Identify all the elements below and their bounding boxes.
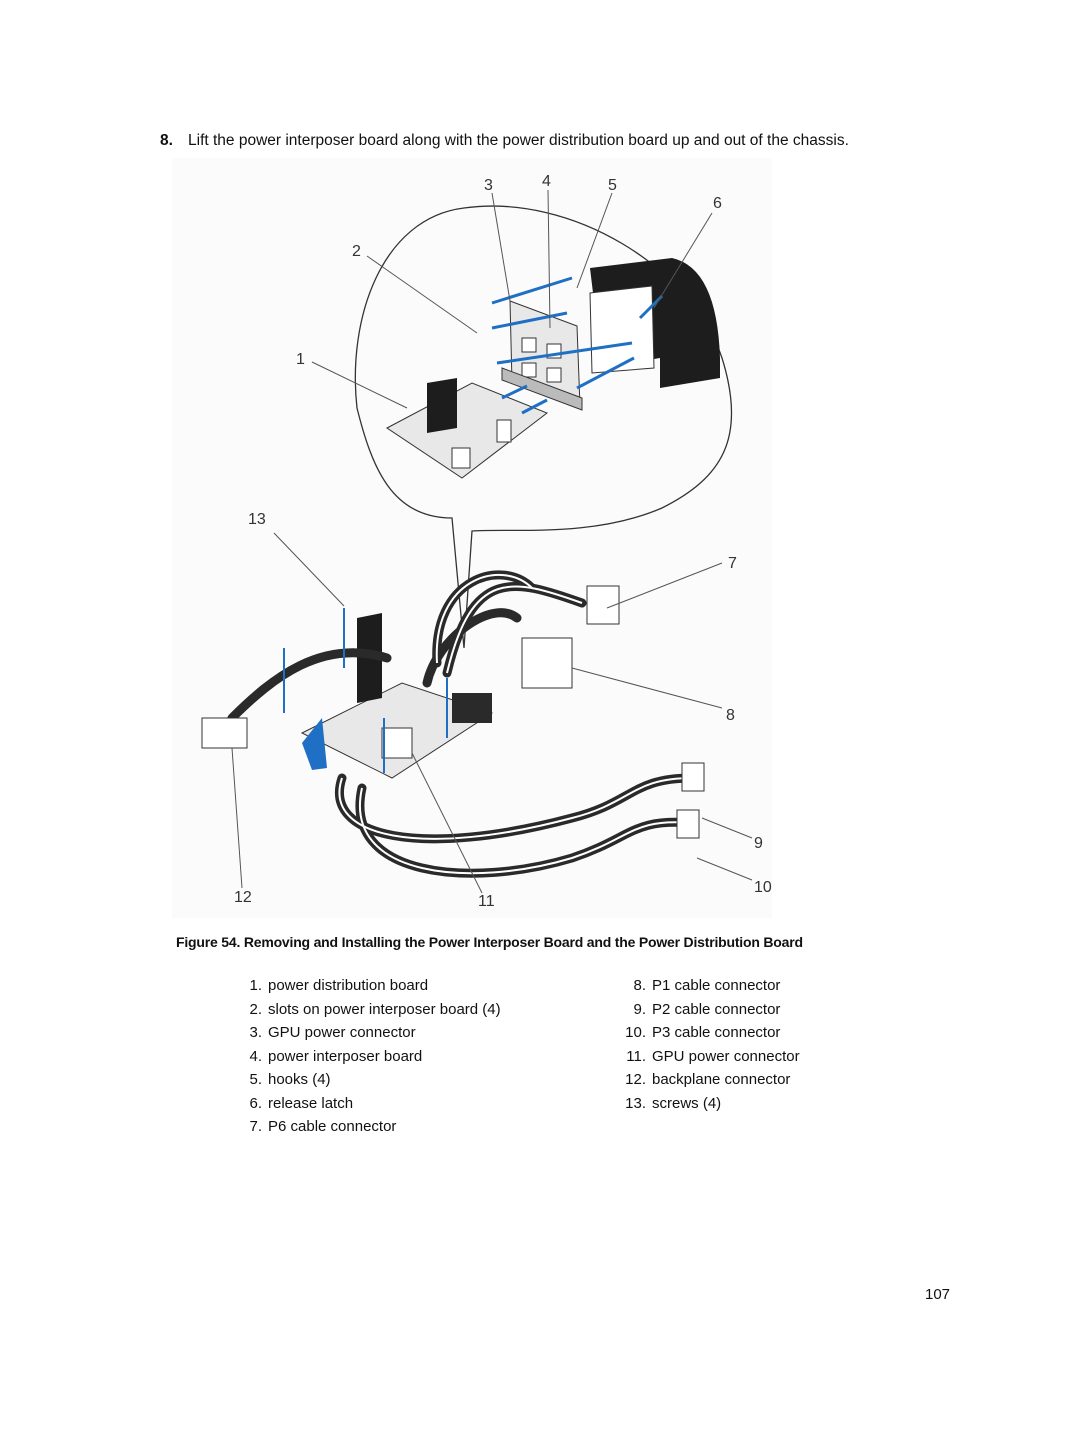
legend-item: 9.P2 cable connector (633, 1000, 781, 1018)
callout-13: 13 (248, 511, 266, 528)
callout-7: 7 (728, 555, 737, 572)
legend-item: 1.power distribution board (249, 977, 429, 994)
legend-item: 8.P1 cable connector (633, 977, 781, 994)
legend-item: 11.GPU power connector (626, 1047, 800, 1065)
callout-8: 8 (726, 707, 735, 724)
legend-item: 5.hooks (4) (249, 1071, 331, 1088)
legend-item: 13.screws (4) (625, 1094, 722, 1112)
legend-item: 3.GPU power connector (249, 1024, 416, 1041)
cable-highlights (338, 573, 693, 875)
legend-right-column: 8.P1 cable connector 9.P2 cable connecto… (616, 974, 800, 1115)
legend-item: 12.backplane connector (625, 1071, 791, 1088)
backplane-connector (201, 717, 248, 749)
power-interposer-board (501, 300, 583, 411)
legend-item: 2.slots on power interposer board (4) (249, 1000, 501, 1018)
legend-left-column: 1.power distribution board 2.slots on po… (232, 974, 501, 1139)
callout-6: 6 (713, 195, 722, 212)
callout-11: 11 (478, 893, 495, 910)
figure-illustration: 1 2 3 4 5 6 7 8 9 10 11 12 13 (172, 158, 772, 918)
movement-arrows (491, 276, 664, 415)
callout-4: 4 (542, 173, 551, 190)
legend-item: 4.power interposer board (249, 1047, 423, 1065)
power-distribution-board (386, 378, 549, 479)
screw-arrows (283, 608, 448, 773)
p1-connector (521, 637, 573, 689)
callout-3: 3 (484, 177, 493, 194)
leader-lines (231, 189, 753, 894)
page-number: 107 (925, 1286, 951, 1303)
callout-9: 9 (754, 835, 763, 852)
p3-connector (676, 809, 700, 839)
legend-item: 10.P3 cable connector (625, 1024, 781, 1041)
step-number: 8. (160, 132, 173, 149)
callout-5: 5 (608, 177, 617, 194)
callout-10: 10 (754, 879, 772, 896)
figure-caption: Figure 54. Removing and Installing the P… (176, 934, 803, 950)
legend-item: 6.release latch (249, 1094, 354, 1112)
legend-item: 7.P6 cable connector (249, 1118, 397, 1135)
p2-connector (681, 762, 705, 792)
step-text: Lift the power interposer board along wi… (188, 132, 849, 149)
callout-2: 2 (352, 243, 361, 260)
callout-12: 12 (234, 889, 252, 906)
callout-1: 1 (296, 351, 305, 368)
